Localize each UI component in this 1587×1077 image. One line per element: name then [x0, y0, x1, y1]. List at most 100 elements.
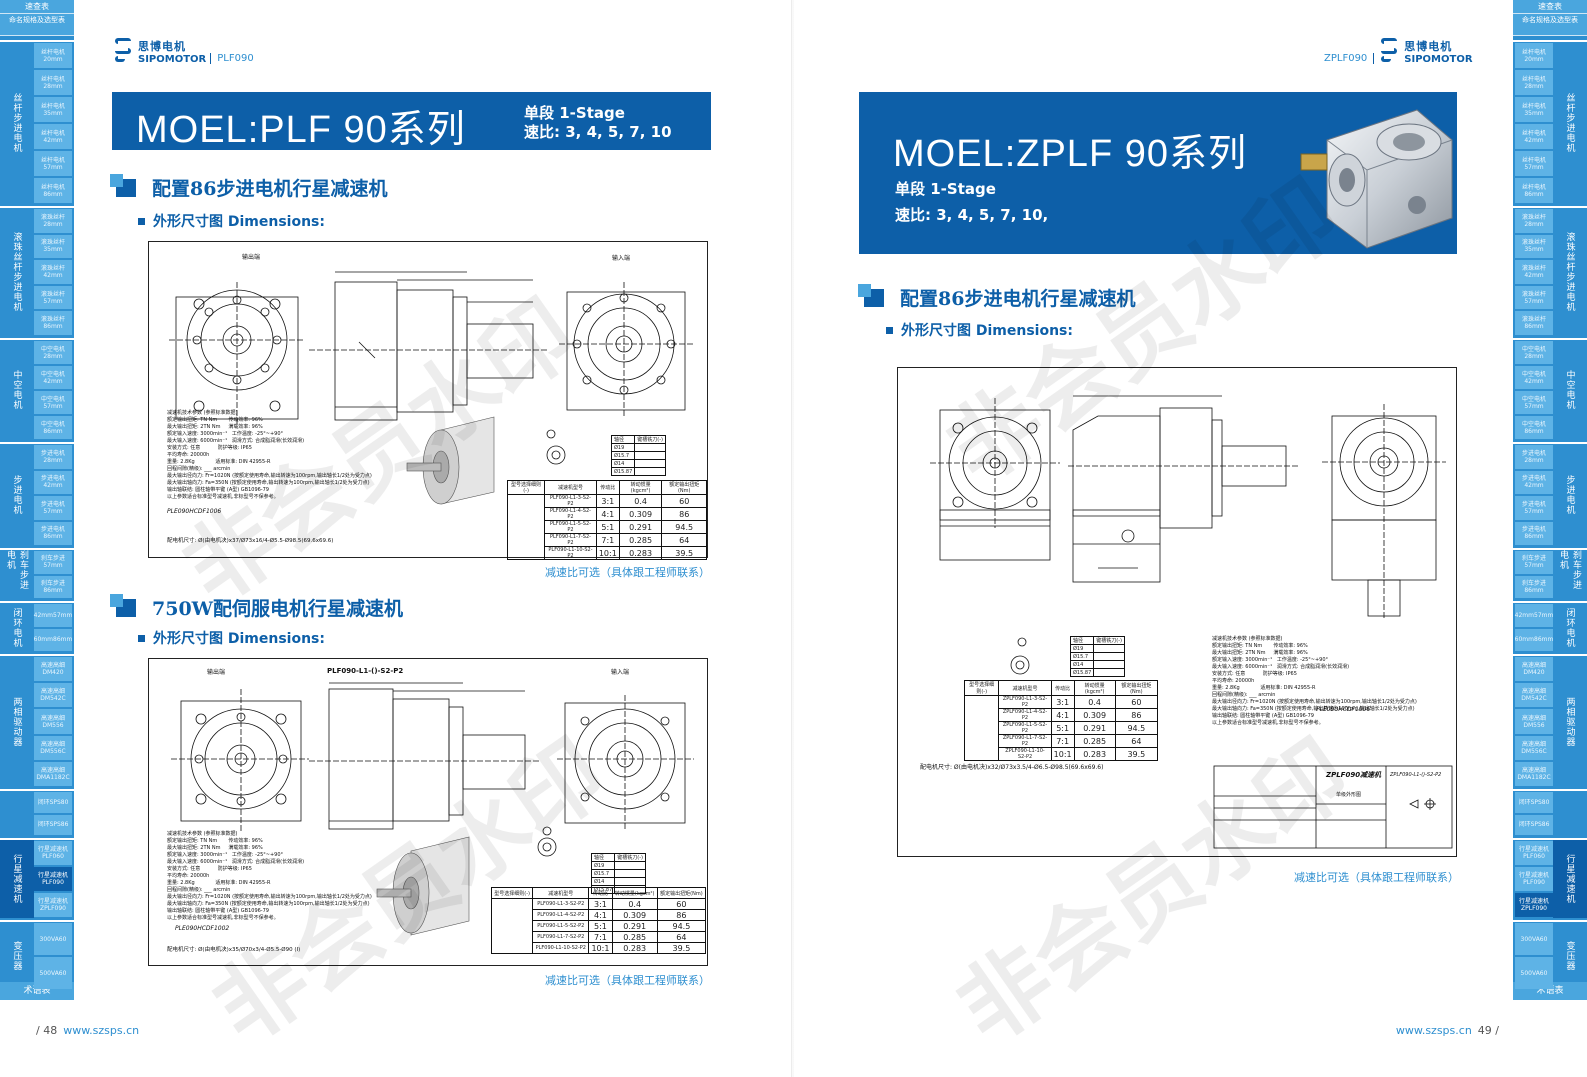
nav-group-label[interactable]: 滚珠丝杆步进电机 [11, 232, 22, 312]
nav-tab-item[interactable]: 步进电机42mm [34, 470, 72, 494]
nav-tab-quick-reference[interactable]: 速查表 [1513, 0, 1587, 14]
nav-tab-item[interactable]: 刹车步进57mm [34, 551, 72, 574]
nav-tab-item[interactable]: 高速高细DM556C [1515, 735, 1553, 760]
nav-group-label[interactable]: 丝杆步进电机 [1564, 93, 1575, 153]
nav-tab-item[interactable]: 60mm86mm [1515, 628, 1553, 651]
nav-tab-item[interactable]: 步进电机57mm [1515, 496, 1553, 520]
nav-tab-item[interactable]: 滚珠丝杆35mm [34, 234, 72, 259]
nav-tab-item[interactable]: 闭环SPS86 [34, 814, 72, 835]
nav-group-label[interactable]: 步进电机 [11, 475, 22, 515]
nav-tab-item[interactable]: 步进电机57mm [34, 496, 72, 520]
nav-tab-item[interactable]: 行星减速机PLF060 [1515, 841, 1553, 865]
nav-tab-item[interactable]: 丝杆电机20mm [1515, 43, 1553, 68]
nav-group-label[interactable]: 中空电机 [1564, 370, 1575, 410]
nav-tab-item[interactable]: 刹车步进57mm [1515, 551, 1553, 574]
nav-tab-item[interactable]: 300VA60 [1515, 923, 1553, 955]
nav-tab-item[interactable]: 中空电机28mm [34, 341, 72, 364]
nav-tab-item[interactable]: 丝杆电机20mm [34, 43, 72, 68]
nav-tab-item[interactable]: 行星减速机PLF090 [34, 867, 72, 891]
nav-tab-item[interactable]: 42mm57mm [34, 604, 72, 627]
nav-tab-item[interactable]: 高速高细DMA1182C [1515, 761, 1553, 787]
nav-group-label[interactable]: 闭环电机 [1564, 607, 1575, 648]
nav-group-label[interactable]: 变压器 [1564, 941, 1575, 971]
sipomotor-logo-icon [112, 36, 134, 66]
nav-tab-item[interactable]: 滚珠丝杆57mm [34, 285, 72, 310]
nav-tab-item[interactable]: 滚珠丝杆42mm [34, 260, 72, 284]
nav-tab-item[interactable]: 步进电机28mm [34, 445, 72, 469]
nav-tab-item[interactable]: 丝杆电机86mm [1515, 178, 1553, 203]
nav-group-label[interactable]: 行星减速机 [0, 840, 34, 918]
nav-tab-item[interactable]: 丝杆电机57mm [34, 151, 72, 176]
nav-tab-item[interactable]: 高速高细DM542C [34, 683, 72, 708]
nav-tab-item[interactable]: 500VA60 [1515, 957, 1553, 989]
nav-tab-item[interactable]: 中空电机57mm [34, 391, 72, 414]
nav-tab-item[interactable]: 丝杆电机42mm [1515, 124, 1553, 149]
nav-tab-item[interactable]: 丝杆电机57mm [1515, 151, 1553, 176]
nav-group-label[interactable]: 中空电机 [11, 370, 22, 410]
nav-tab-naming-selection[interactable]: 命名规格及选型表 [0, 14, 74, 36]
nav-tab-item[interactable]: 高速高细DMA1182C [34, 761, 72, 787]
nav-tab-item[interactable]: 行星减速机ZPLF090 [34, 893, 72, 917]
nav-tab-item[interactable]: 丝杆电机35mm [1515, 97, 1553, 122]
nav-tab-item[interactable]: 中空电机57mm [1515, 391, 1553, 414]
nav-tab-item[interactable]: 行星减速机ZPLF090 [1515, 893, 1553, 917]
nav-tab-item[interactable]: 滚珠丝杆57mm [1515, 285, 1553, 310]
nav-tab-item[interactable]: 行星减速机PLF060 [34, 841, 72, 865]
nav-tab-naming-selection[interactable]: 命名规格及选型表 [1513, 14, 1587, 36]
nav-group-label[interactable]: 两相驱动器 [1564, 696, 1575, 747]
nav-tab-item[interactable]: 300VA60 [34, 923, 72, 955]
nav-tab-item[interactable]: 滚珠丝杆86mm [1515, 311, 1553, 335]
nav-tab-item[interactable]: 步进电机42mm [1515, 470, 1553, 494]
nav-tab-item[interactable]: 丝杆电机28mm [34, 70, 72, 95]
nav-tab-item[interactable]: 滚珠丝杆28mm [34, 209, 72, 233]
nav-tab-item[interactable]: 滚珠丝杆35mm [1515, 234, 1553, 259]
nav-tab-item[interactable]: 闭环SPS86 [1515, 814, 1553, 835]
nav-group-label[interactable]: 行星减速机 [1553, 840, 1587, 918]
nav-tab-item[interactable]: 高速高细DM420 [1515, 657, 1553, 682]
nav-tab-item[interactable]: 丝杆电机86mm [34, 178, 72, 203]
nav-group-label[interactable] [1553, 791, 1587, 836]
nav-tab-item[interactable]: 高速高细DM542C [1515, 683, 1553, 708]
nav-group-label[interactable]: 步进电机 [1564, 475, 1575, 515]
nav-tab-item[interactable]: 中空电机86mm [34, 416, 72, 439]
nav-tab-item[interactable]: 高速高细DM556C [34, 735, 72, 760]
nav-group-label[interactable]: 滚珠丝杆步进电机 [1564, 232, 1575, 312]
nav-tab-quick-reference[interactable]: 速查表 [0, 0, 74, 14]
website-right[interactable]: www.szsps.cn [1395, 1024, 1472, 1037]
nav-tab-item[interactable]: 行星减速机PLF090 [1515, 867, 1553, 891]
nav-tab-item[interactable]: 刹车步进86mm [34, 575, 72, 598]
nav-tab-item[interactable]: 滚珠丝杆42mm [1515, 260, 1553, 284]
nav-group-label[interactable]: 变压器 [11, 941, 22, 971]
nav-tab-item[interactable]: 闭环SPS80 [1515, 792, 1553, 813]
nav-tab-item[interactable]: 高速高细DM556 [34, 709, 72, 734]
nav-tab-item[interactable]: 高速高细DM420 [34, 657, 72, 682]
nav-tab-item[interactable]: 丝杆电机35mm [34, 97, 72, 122]
website-left[interactable]: www.szsps.cn [63, 1024, 140, 1037]
nav-tab-item[interactable]: 步进电机28mm [1515, 445, 1553, 469]
nav-tab-item[interactable]: 丝杆电机42mm [34, 124, 72, 149]
nav-tab-item[interactable]: 丝杆电机28mm [1515, 70, 1553, 95]
nav-group-label[interactable] [0, 791, 34, 836]
nav-tab-item[interactable]: 滚珠丝杆28mm [1515, 209, 1553, 233]
nav-tab-item[interactable]: 60mm86mm [34, 628, 72, 651]
nav-tab-item[interactable]: 中空电机28mm [1515, 341, 1553, 364]
nav-tab-item[interactable]: 中空电机86mm [1515, 416, 1553, 439]
nav-group-label[interactable]: 刹车步进电机 [5, 550, 28, 590]
nav-tab-item[interactable]: 500VA60 [34, 957, 72, 989]
nav-tab-item[interactable]: 步进电机86mm [1515, 521, 1553, 545]
nav-tab-item[interactable]: 滚珠丝杆86mm [34, 311, 72, 335]
nav-group-label[interactable]: 闭环电机 [11, 607, 22, 648]
nav-tab-item[interactable]: 中空电机42mm [34, 366, 72, 389]
nav-tab-item[interactable]: 高速高细DM556 [1515, 709, 1553, 734]
nav-tab-item[interactable]: 步进电机86mm [34, 521, 72, 545]
nav-tab-item[interactable]: 刹车步进86mm [1515, 575, 1553, 598]
nav-tab-item[interactable]: 闭环SPS80 [34, 792, 72, 813]
nav-tab-item[interactable]: 42mm57mm [1515, 604, 1553, 627]
nav-group-label[interactable]: 刹车步进电机 [1558, 550, 1581, 590]
nav-group-label[interactable]: 两相驱动器 [11, 696, 22, 747]
nav-group-label[interactable]: 丝杆步进电机 [11, 93, 22, 153]
nav-tab-item[interactable]: 中空电机42mm [1515, 366, 1553, 389]
